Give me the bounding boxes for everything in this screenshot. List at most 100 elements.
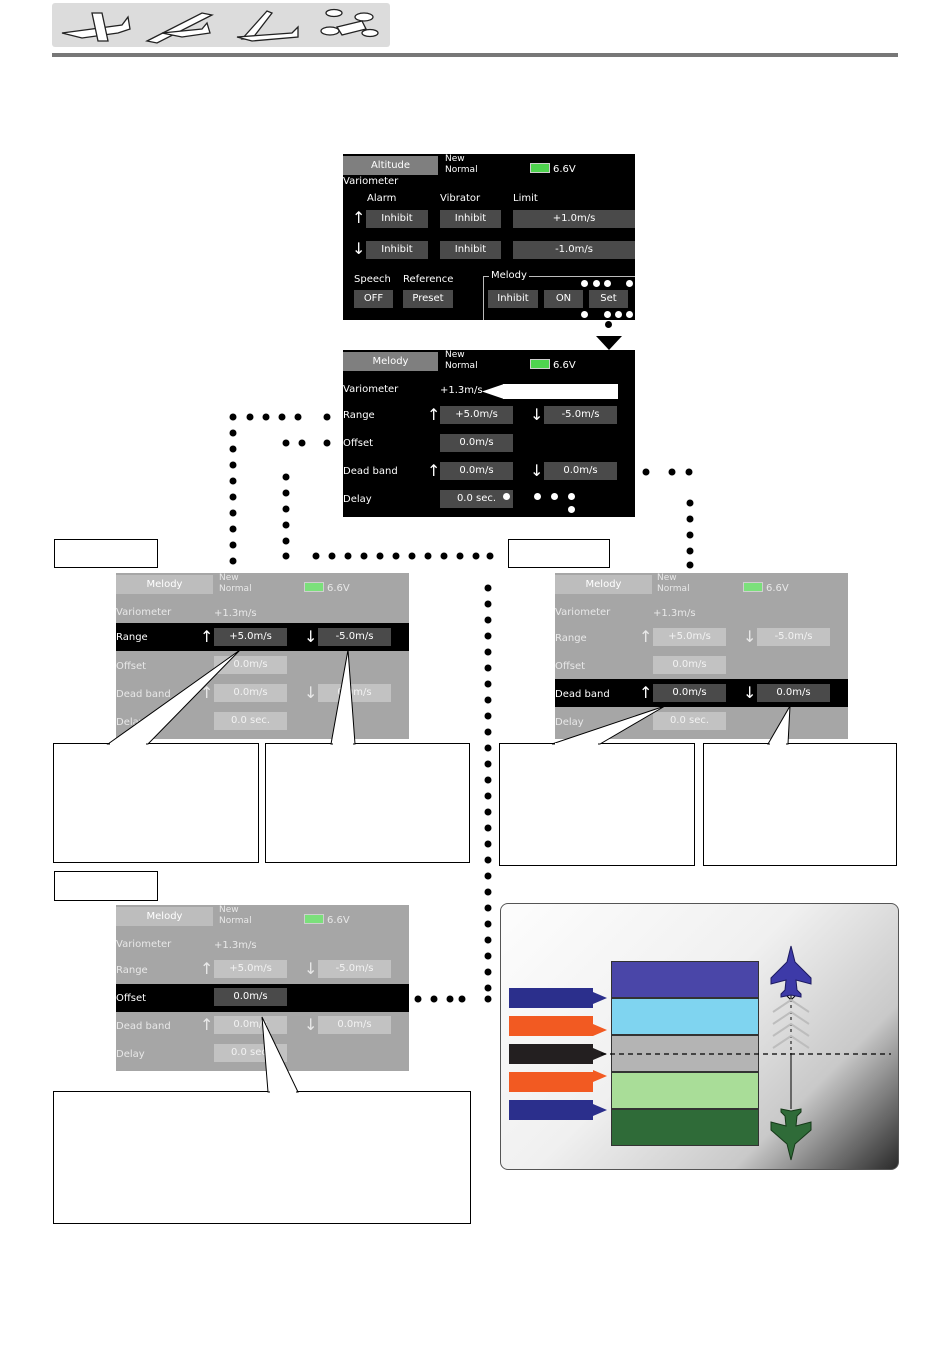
up-arrow-icon: ↑ <box>352 208 366 227</box>
deadband-down-field[interactable]: 0.0m/s <box>318 684 391 702</box>
down-alarm-field[interactable]: Inhibit <box>366 241 428 259</box>
offset-field[interactable]: 0.0m/s <box>440 434 513 452</box>
melody-screen: Melody New Normal 6.6V Variometer +1.3m/… <box>343 350 635 517</box>
down-arrow-icon: ↓ <box>530 405 544 424</box>
up-vibrator-field[interactable]: Inhibit <box>440 210 501 228</box>
up-alarm-field[interactable]: Inhibit <box>366 210 428 228</box>
band-high-sink <box>611 1109 759 1146</box>
connector-dot <box>605 321 612 328</box>
condition-name: New <box>445 350 465 360</box>
down-arrow-icon: ↓ <box>304 683 318 702</box>
melody-group-label: Melody <box>489 270 529 281</box>
condition-mode: Normal <box>657 584 690 594</box>
delay-field[interactable]: 0.0 sec. <box>440 490 513 508</box>
up-arrow-icon: ↑ <box>639 683 653 702</box>
header-icon-strip <box>52 3 390 47</box>
melody-switch-button[interactable]: ON <box>544 290 583 308</box>
indicator-dot <box>568 493 575 500</box>
tag-pointer <box>593 1048 607 1060</box>
screen-title[interactable]: Melody <box>555 575 652 594</box>
down-arrow-icon: ↓ <box>304 959 318 978</box>
range-up-field[interactable]: +5.0m/s <box>440 406 513 424</box>
deadband-down-field[interactable]: 0.0m/s <box>544 462 617 480</box>
col-limit: Limit <box>513 193 538 204</box>
range-label: Range <box>116 965 148 976</box>
offset-field[interactable]: 0.0m/s <box>653 656 726 674</box>
condition-name: New <box>219 905 239 915</box>
screen-title[interactable]: Melody <box>116 575 213 594</box>
range-down-field[interactable]: -5.0m/s <box>757 628 830 646</box>
condition-name: New <box>445 154 465 164</box>
range-tag-box <box>54 539 158 568</box>
deadband-label: Dead band <box>116 1021 171 1032</box>
range-up-field[interactable]: +5.0m/s <box>653 628 726 646</box>
delay-label: Delay <box>116 1049 145 1060</box>
deadband-label: Dead band <box>343 466 398 477</box>
indicator-dot <box>581 280 588 287</box>
deadband-down-field[interactable]: 0.0m/s <box>757 684 830 702</box>
sailplane-icon <box>236 10 299 42</box>
battery-voltage: 6.6V <box>327 915 350 926</box>
battery-icon <box>743 582 763 592</box>
range-up-field[interactable]: +5.0m/s <box>214 628 287 646</box>
delay-field[interactable]: 0.0 sec. <box>214 712 287 730</box>
offset-screen: Melody New Normal 6.6V Variometer +1.3m/… <box>116 905 409 1071</box>
up-arrow-icon: ↑ <box>200 1015 214 1034</box>
deadband-screen: Melody New Normal 6.6V Variometer +1.3m/… <box>555 573 848 739</box>
delay-field[interactable]: 0.0 sec. <box>653 712 726 730</box>
tag-deadband-up <box>509 1016 593 1036</box>
range-down-field[interactable]: -5.0m/s <box>544 406 617 424</box>
deadband-down-callout <box>703 743 897 866</box>
header-divider <box>52 53 898 57</box>
offset-field[interactable]: 0.0m/s <box>214 656 287 674</box>
down-arrow-icon: ↓ <box>743 627 757 646</box>
melody-mode-button[interactable]: Inhibit <box>488 290 538 308</box>
battery-voltage: 6.6V <box>553 360 576 371</box>
battery-icon <box>304 582 324 592</box>
deadband-tag-box <box>508 539 610 568</box>
battery-indicator: 6.6V <box>304 914 350 926</box>
melody-set-button[interactable]: Set <box>589 290 628 308</box>
condition-mode: Normal <box>219 916 252 926</box>
down-arrow-icon: ↓ <box>743 683 757 702</box>
down-arrow-icon: ↓ <box>304 627 318 646</box>
variometer-label: Variometer <box>343 384 399 395</box>
deadband-up-field[interactable]: 0.0m/s <box>440 462 513 480</box>
battery-indicator: 6.6V <box>743 582 789 594</box>
offset-field[interactable]: 0.0m/s <box>214 988 287 1006</box>
deadband-up-field[interactable]: 0.0m/s <box>214 684 287 702</box>
tag-deadband-down <box>509 1072 593 1092</box>
battery-indicator: 6.6V <box>304 582 350 594</box>
indicator-dot <box>534 493 541 500</box>
speech-button[interactable]: OFF <box>354 290 393 308</box>
battery-voltage: 6.6V <box>327 583 350 594</box>
melody-group-frame <box>483 276 635 320</box>
reference-button[interactable]: Preset <box>403 290 453 308</box>
screen-title[interactable]: Melody <box>343 352 438 371</box>
up-limit-field[interactable]: +1.0m/s <box>513 210 635 228</box>
range-up-callout <box>53 743 259 863</box>
range-up-field[interactable]: +5.0m/s <box>214 960 287 978</box>
range-label: Range <box>555 633 587 644</box>
down-limit-field[interactable]: -1.0m/s <box>513 241 635 259</box>
offset-callout <box>53 1091 471 1224</box>
deadband-up-field[interactable]: 0.0m/s <box>214 1016 287 1034</box>
battery-indicator: 6.6V <box>530 359 576 371</box>
range-down-field[interactable]: -5.0m/s <box>318 628 391 646</box>
variometer-label: Variometer <box>116 939 172 950</box>
indicator-dot <box>568 506 575 513</box>
jet-descending-icon <box>770 1108 812 1161</box>
variometer-label: Variometer <box>555 607 611 618</box>
screen-title[interactable]: Altitude <box>343 156 438 175</box>
down-arrow-icon: ↓ <box>530 461 544 480</box>
down-vibrator-field[interactable]: Inhibit <box>440 241 501 259</box>
deadband-down-field[interactable]: 0.0m/s <box>318 1016 391 1034</box>
screen-title[interactable]: Melody <box>116 907 213 926</box>
deadband-up-field[interactable]: 0.0m/s <box>653 684 726 702</box>
battery-indicator: 6.6V <box>530 163 576 175</box>
speech-label: Speech <box>354 274 391 285</box>
offset-label: Offset <box>116 993 147 1004</box>
offset-label: Offset <box>116 661 147 672</box>
range-down-field[interactable]: -5.0m/s <box>318 960 391 978</box>
